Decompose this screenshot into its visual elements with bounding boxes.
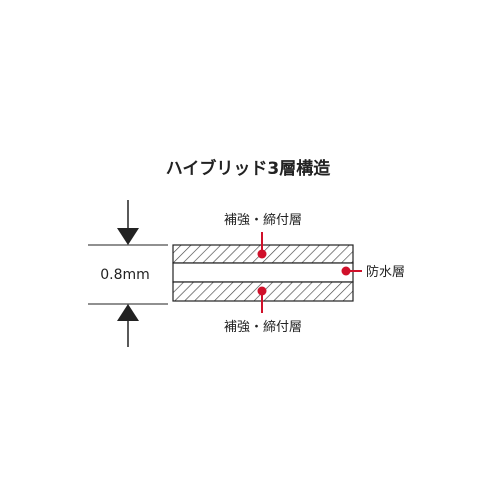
bottom-layer-callout (257, 286, 267, 313)
middle-layer-callout (341, 266, 362, 276)
thickness-label: 0.8mm (100, 267, 150, 283)
top-layer-label: 補強・締付層 (224, 212, 302, 228)
middle-layer-label: 防水層 (366, 264, 405, 280)
top-layer-callout (257, 232, 267, 259)
bottom-layer-label: 補強・締付層 (224, 319, 302, 335)
diagram-title: ハイブリッド3層構造 (166, 158, 331, 179)
dimension-arrow-top (117, 200, 139, 245)
dimension-arrow-bottom (117, 304, 139, 347)
waterproof-layer (172, 262, 354, 283)
